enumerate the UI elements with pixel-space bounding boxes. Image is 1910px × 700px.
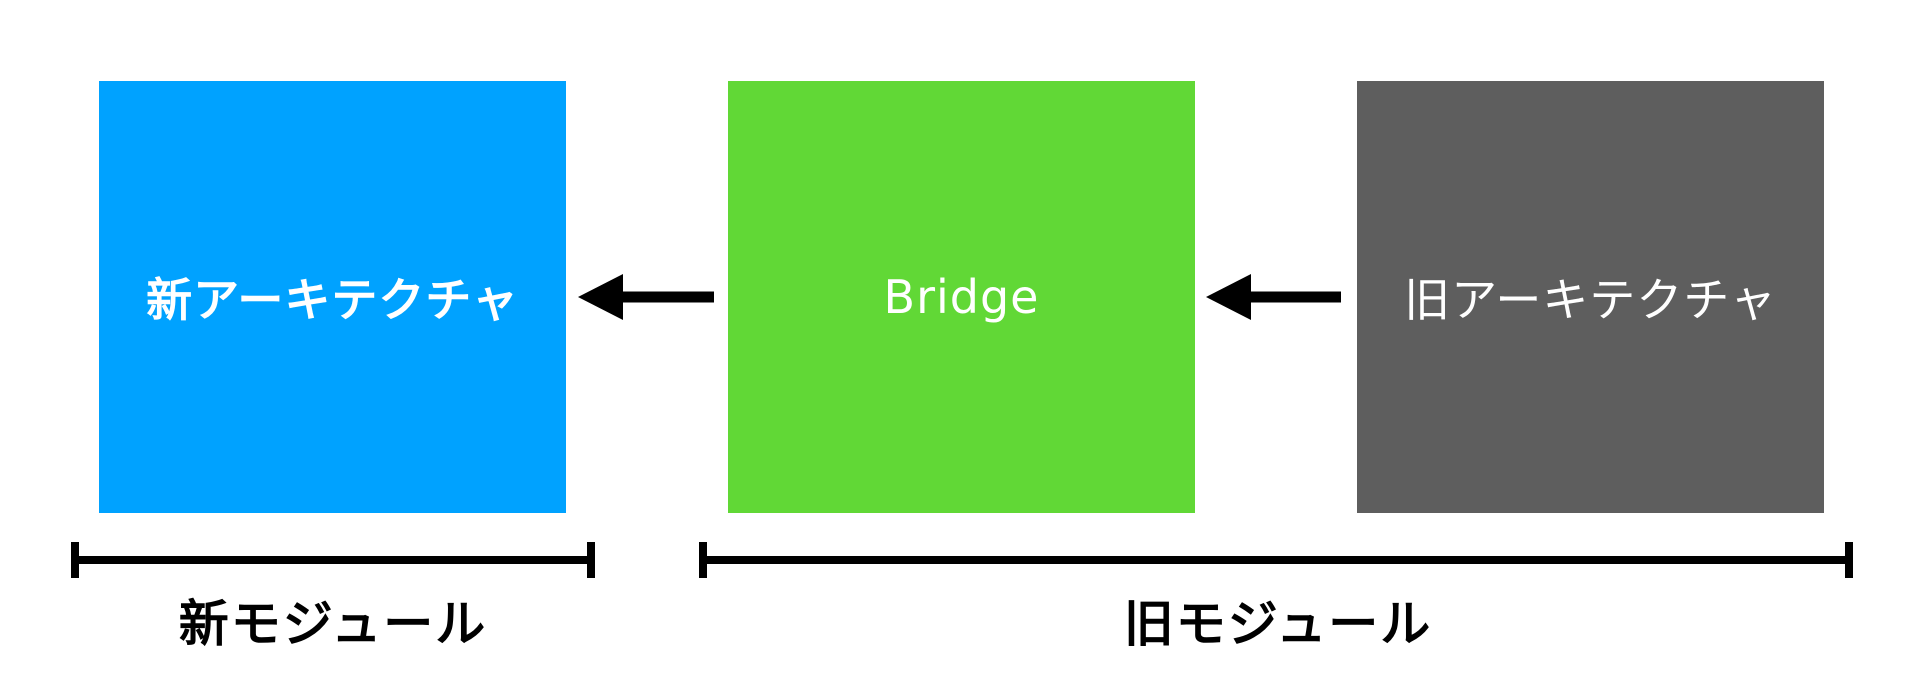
bridge-box: Bridge bbox=[728, 81, 1195, 513]
arrow-old-to-bridge bbox=[1206, 274, 1341, 320]
new-architecture-box: 新アーキテクチャ bbox=[99, 81, 566, 513]
new-architecture-label: 新アーキテクチャ bbox=[146, 273, 519, 327]
new-module-bracket bbox=[71, 542, 595, 578]
old-module-caption: 旧モジュール bbox=[703, 585, 1853, 655]
bridge-label: Bridge bbox=[883, 270, 1040, 324]
old-architecture-box: 旧アーキテクチャ bbox=[1357, 81, 1824, 513]
new-module-label: 新モジュール bbox=[178, 595, 488, 653]
old-module-label: 旧モジュール bbox=[1123, 595, 1433, 653]
old-architecture-label: 旧アーキテクチャ bbox=[1404, 273, 1777, 327]
arrow-bridge-to-new bbox=[578, 274, 714, 320]
new-module-caption: 新モジュール bbox=[72, 585, 594, 655]
old-module-bracket bbox=[699, 542, 1853, 578]
